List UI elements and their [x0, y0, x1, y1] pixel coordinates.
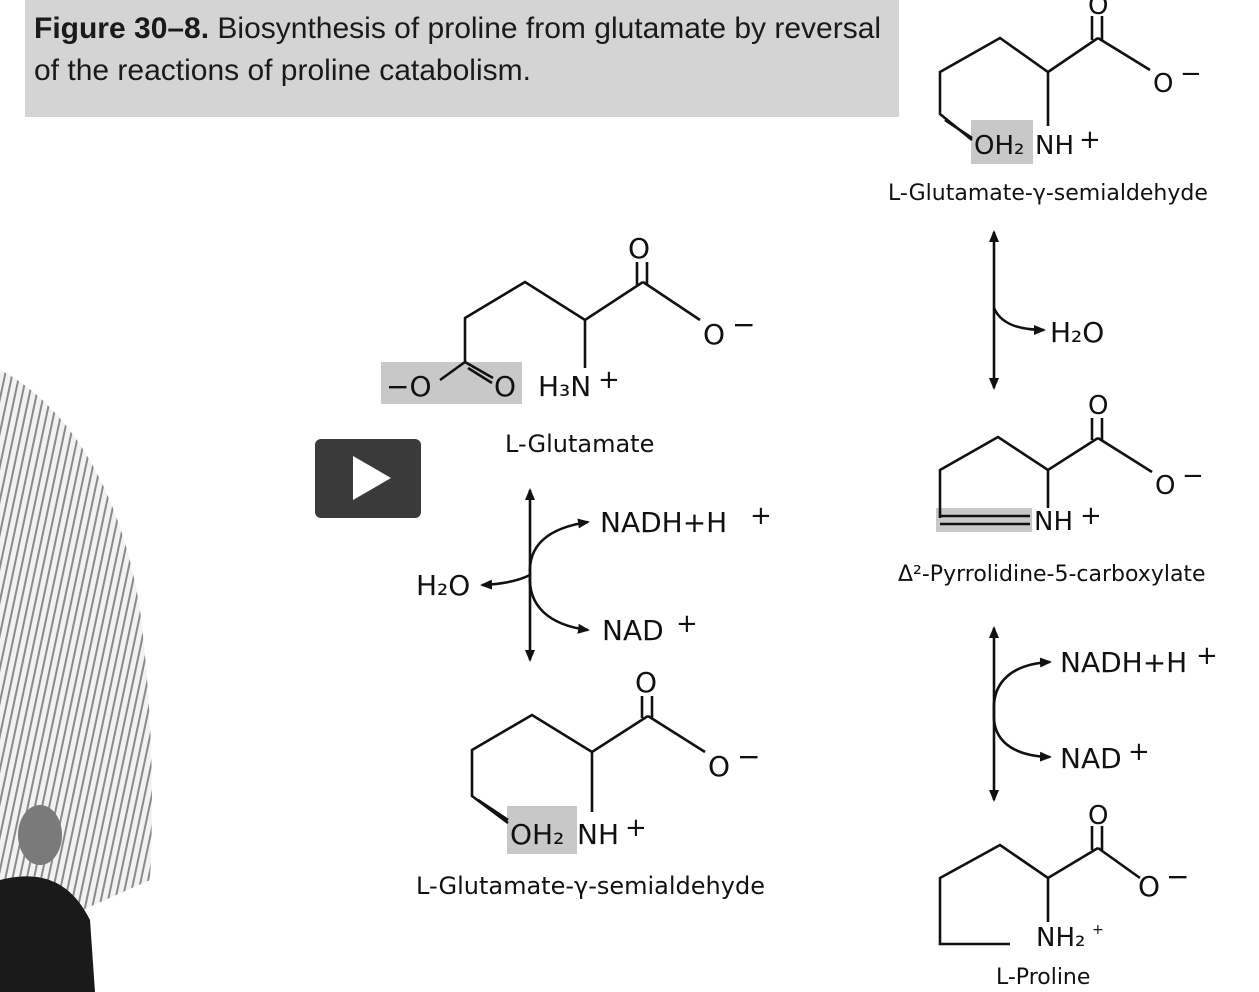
p5c-amine-charge: +	[1080, 501, 1102, 531]
semialdehyde-right-carbonyl-o: O	[1088, 0, 1108, 21]
proline-amine: NH₂	[1036, 923, 1085, 953]
cofactor-nadh-3: NADH+H	[1060, 646, 1187, 679]
semialdehyde-left-amine-charge: +	[625, 813, 647, 843]
cofactor-nadh-1: NADH+H	[600, 506, 727, 539]
semialdehyde-left-carboxylate-charge: −	[737, 740, 760, 773]
highlight-aldehyde-left	[507, 806, 577, 854]
water-1: H₂O	[416, 569, 470, 602]
curved-arrow-nad-1	[528, 574, 590, 634]
glutamate-name: L-Glutamate	[505, 430, 654, 458]
curved-arrow-nadh-1	[528, 518, 590, 576]
curved-arrow-h2o-2	[992, 307, 1046, 335]
highlight-aldehyde-right	[971, 120, 1033, 164]
ring-chain-p5c	[938, 435, 1099, 518]
p5c-amine: NH	[1034, 507, 1073, 537]
proline-carboxylate-charge: −	[1166, 860, 1189, 893]
glutamate-amine: H₃N	[538, 370, 591, 403]
proline-name: L-Proline	[996, 965, 1090, 990]
proline-carboxylate-o: O	[1138, 870, 1160, 903]
semialdehyde-left-name: L-Glutamate-γ-semialdehyde	[416, 872, 765, 900]
proline-carbonyl-o: O	[1088, 801, 1108, 831]
semialdehyde-right-carboxylate-o: O	[1153, 69, 1173, 99]
p5c-name: Δ²-Pyrrolidine-5-carboxylate	[898, 562, 1206, 587]
water-2: H₂O	[1050, 316, 1104, 349]
cofactor-nadh-1-charge: +	[750, 501, 772, 531]
carbon-chain-right	[938, 36, 1099, 142]
semialdehyde-right-name: L-Glutamate-γ-semialdehyde	[888, 181, 1208, 206]
glutamate-amine-charge: +	[598, 365, 620, 395]
semialdehyde-left-carbonyl-o: O	[635, 666, 657, 699]
reaction-step-1: NADH+H + NAD + H₂O	[416, 488, 772, 662]
reaction-step-2: H₂O	[989, 230, 1104, 390]
glutamate-carboxylate-o: O	[703, 318, 725, 351]
proline-amine-charge: +	[1092, 922, 1104, 938]
figure-number: Figure 30–8.	[34, 12, 210, 45]
figure-caption-text: Biosynthesis of proline from glutamate b…	[34, 12, 882, 87]
figure-caption: Figure 30–8. Biosynthesis of proline fro…	[34, 8, 894, 92]
p5c-carboxylate-o: O	[1155, 471, 1175, 501]
p5c-carbonyl-o: O	[1088, 391, 1108, 421]
semialdehyde-left-aldehyde: OH₂	[510, 818, 564, 851]
ring-chain-proline	[938, 843, 1099, 946]
highlight-carboxyl	[381, 362, 522, 404]
reaction-step-3: NADH+H + NAD +	[989, 626, 1218, 802]
p5c-carboxylate-charge: −	[1182, 461, 1204, 491]
semialdehyde-left-carboxylate-o: O	[708, 750, 730, 783]
molecule-semialdehyde-left: O O − OH₂ NH + L-Glutamate-γ-semialdehyd…	[416, 666, 765, 900]
cofactor-nad-3: NAD	[1060, 742, 1122, 775]
semialdehyde-right-aldehyde: OH₂	[974, 131, 1024, 161]
molecule-semialdehyde-right: O O − OH₂ NH + L-Glutamate-γ-semialdehyd…	[888, 0, 1208, 206]
semialdehyde-right-amine-charge: +	[1079, 125, 1101, 155]
molecule-glutamate: O O − −O O H₃N + L-Glutamate	[381, 232, 755, 458]
curved-arrow-nad-3	[992, 711, 1052, 762]
molecule-proline: O O − NH₂ + L-Proline	[938, 801, 1189, 990]
glutamate-carbonyl-o: O	[628, 232, 650, 265]
cofactor-nadh-3-charge: +	[1196, 641, 1218, 671]
figure-caption-box: Figure 30–8. Biosynthesis of proline fro…	[25, 0, 899, 117]
carbon-chain	[463, 280, 644, 362]
presenter-image	[0, 370, 152, 992]
cofactor-nad-3-charge: +	[1128, 737, 1150, 767]
glutamate-side-o-left: −O	[386, 370, 432, 403]
play-icon	[353, 456, 391, 500]
cofactor-nad-1: NAD	[602, 614, 664, 647]
semialdehyde-right-amine: NH	[1035, 131, 1074, 161]
semialdehyde-right-carboxylate-charge: −	[1180, 59, 1202, 89]
glutamate-carboxylate-charge: −	[732, 308, 755, 341]
molecule-p5c: O O − NH + Δ²-Pyrrolidine-5-carboxylate	[898, 391, 1206, 587]
cofactor-nad-1-charge: +	[676, 609, 698, 639]
glutamate-side-o-right: O	[494, 370, 516, 403]
curved-arrow-nadh-3	[992, 657, 1052, 713]
semialdehyde-left-amine: NH	[577, 818, 619, 851]
highlight-p5c-double-bond	[936, 508, 1032, 532]
video-play-button[interactable]	[315, 439, 421, 518]
curved-arrow-h2o-1	[480, 573, 531, 590]
